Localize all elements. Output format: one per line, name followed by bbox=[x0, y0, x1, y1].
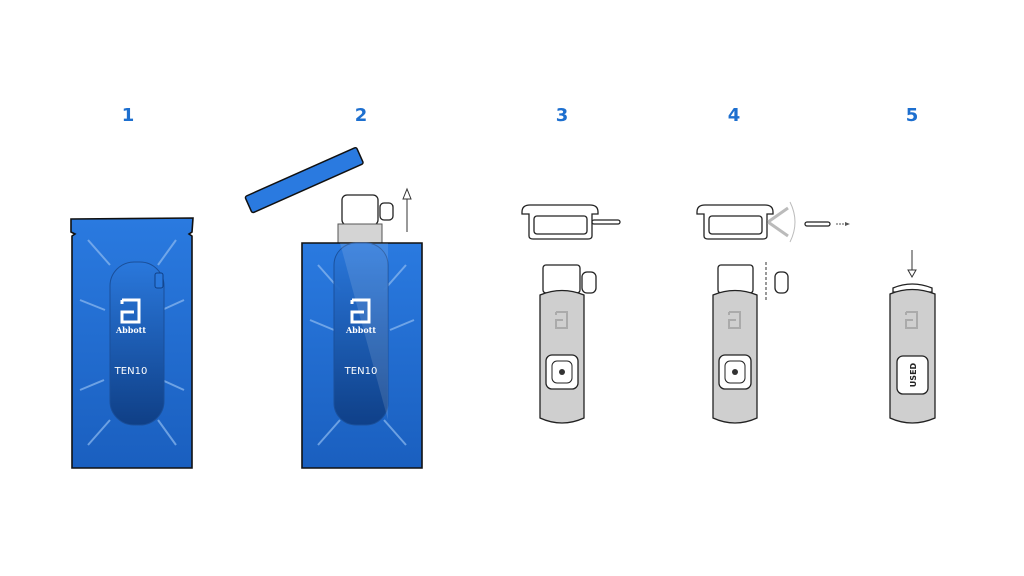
logo-mark-icon bbox=[728, 311, 741, 329]
model-label: TEN10 bbox=[114, 366, 148, 377]
step-4-device bbox=[696, 201, 850, 424]
press-down-arrow-icon bbox=[907, 250, 917, 279]
step-number-2: 2 bbox=[355, 105, 368, 126]
pull-up-arrow-icon bbox=[402, 187, 412, 232]
torn-strip bbox=[244, 146, 364, 214]
cap-lid bbox=[696, 201, 850, 243]
arrow-right-icon bbox=[836, 222, 850, 226]
removed-pin bbox=[804, 221, 831, 227]
used-indicator bbox=[896, 355, 929, 395]
brand-label: Abbott bbox=[115, 325, 146, 335]
brand-label: Abbott bbox=[345, 325, 376, 335]
step-3-device bbox=[521, 204, 621, 424]
sealed-pouch: Abbott TEN10 bbox=[70, 217, 194, 469]
abbott-logo-icon bbox=[120, 298, 141, 324]
logo-mark-icon bbox=[905, 311, 918, 329]
step-number-5: 5 bbox=[906, 105, 919, 126]
step-number-3: 3 bbox=[556, 105, 569, 126]
logo-mark-icon bbox=[555, 311, 568, 329]
abbott-logo-icon bbox=[350, 298, 371, 324]
detached-tab bbox=[774, 271, 789, 294]
device-cap bbox=[341, 194, 379, 226]
pull-tab bbox=[581, 271, 597, 294]
step-5-device: USED bbox=[889, 250, 936, 424]
step-number-4: 4 bbox=[728, 105, 741, 126]
cap-lid bbox=[521, 204, 621, 240]
model-label: TEN10 bbox=[344, 366, 378, 377]
step-number-1: 1 bbox=[122, 105, 135, 126]
torn-pouch: Abbott TEN10 bbox=[244, 146, 423, 469]
used-label: USED bbox=[909, 362, 918, 387]
